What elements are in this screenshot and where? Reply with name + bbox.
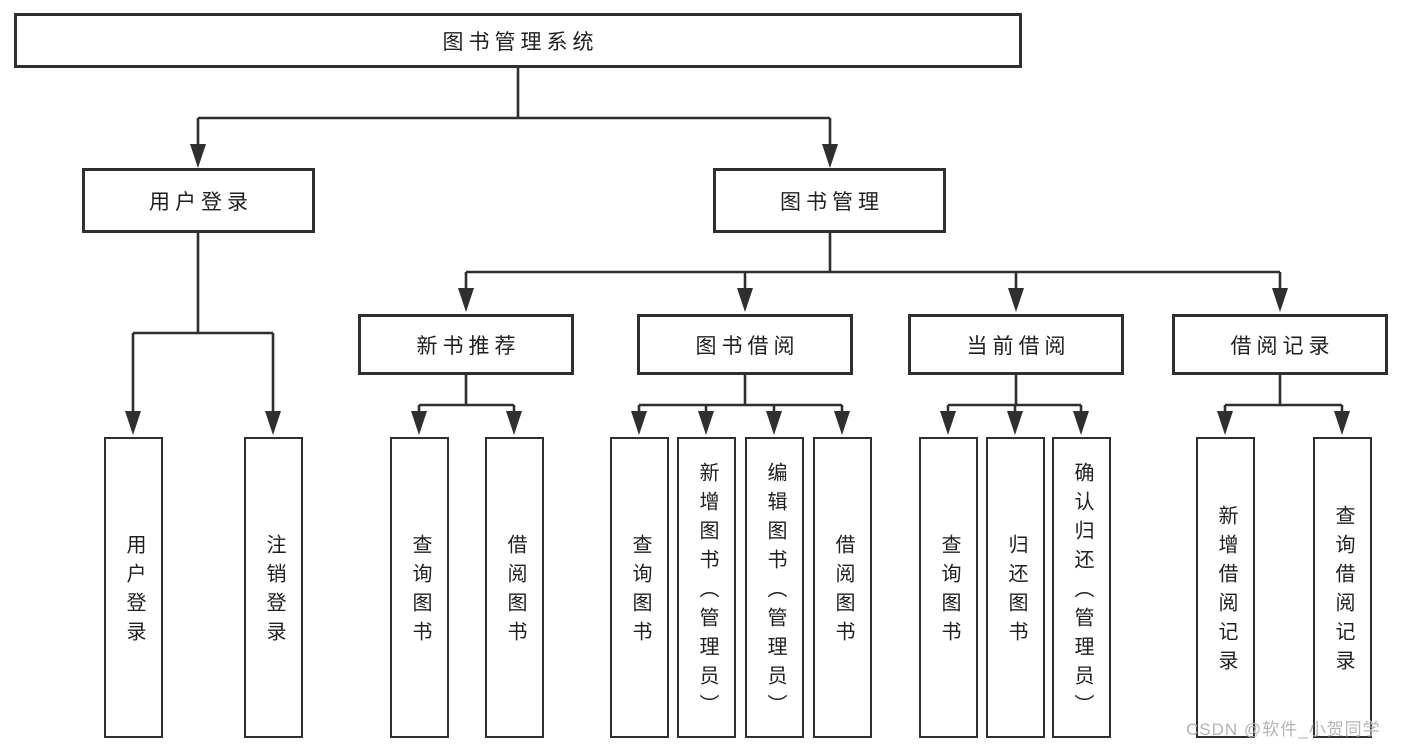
leaf-borrow-books-label: 借阅图书 xyxy=(832,534,854,650)
leaf-edit-books-admin: 编辑图书（管理员） xyxy=(745,437,804,738)
node-book-management: 图书管理 xyxy=(713,168,946,233)
leaf-return-books-label: 归还图书 xyxy=(1005,534,1027,650)
leaf-query-borrow-record-label: 查询借阅记录 xyxy=(1332,505,1354,679)
leaf-add-borrow-record-label: 新增借阅记录 xyxy=(1215,505,1237,679)
leaf-borrow-books-recommend: 借阅图书 xyxy=(485,437,544,738)
leaf-query-books-current-label: 查询图书 xyxy=(938,534,960,650)
node-library-management-system: 图书管理系统 xyxy=(14,13,1022,68)
leaf-add-borrow-record: 新增借阅记录 xyxy=(1196,437,1255,738)
leaf-query-borrow-record: 查询借阅记录 xyxy=(1313,437,1372,738)
leaf-add-books-admin: 新增图书（管理员） xyxy=(677,437,736,738)
csdn-watermark: CSDN @软件_小贺同学 xyxy=(1186,720,1381,739)
leaf-add-books-admin-label: 新增图书（管理员） xyxy=(696,461,718,723)
leaf-confirm-return-admin-label: 确认归还（管理员） xyxy=(1071,461,1093,723)
leaf-user-login: 用户登录 xyxy=(104,437,163,738)
leaf-query-books-current: 查询图书 xyxy=(919,437,978,738)
leaf-borrow-books-recommend-label: 借阅图书 xyxy=(504,534,526,650)
leaf-user-login-label: 用户登录 xyxy=(123,534,145,650)
leaf-query-books-recommend-label: 查询图书 xyxy=(409,534,431,650)
leaf-confirm-return-admin: 确认归还（管理员） xyxy=(1052,437,1111,738)
leaf-logout: 注销登录 xyxy=(244,437,303,738)
node-book-borrowing: 图书借阅 xyxy=(637,314,853,375)
leaf-borrow-books: 借阅图书 xyxy=(813,437,872,738)
node-new-book-recommendation: 新书推荐 xyxy=(358,314,574,375)
node-current-borrowing: 当前借阅 xyxy=(908,314,1124,375)
leaf-query-books-recommend: 查询图书 xyxy=(390,437,449,738)
leaf-query-books-borrow-label: 查询图书 xyxy=(629,534,651,650)
node-user-login: 用户登录 xyxy=(82,168,315,233)
leaf-query-books-borrow: 查询图书 xyxy=(610,437,669,738)
leaf-logout-label: 注销登录 xyxy=(263,534,285,650)
node-borrowing-records: 借阅记录 xyxy=(1172,314,1388,375)
leaf-return-books: 归还图书 xyxy=(986,437,1045,738)
leaf-edit-books-admin-label: 编辑图书（管理员） xyxy=(764,461,786,723)
